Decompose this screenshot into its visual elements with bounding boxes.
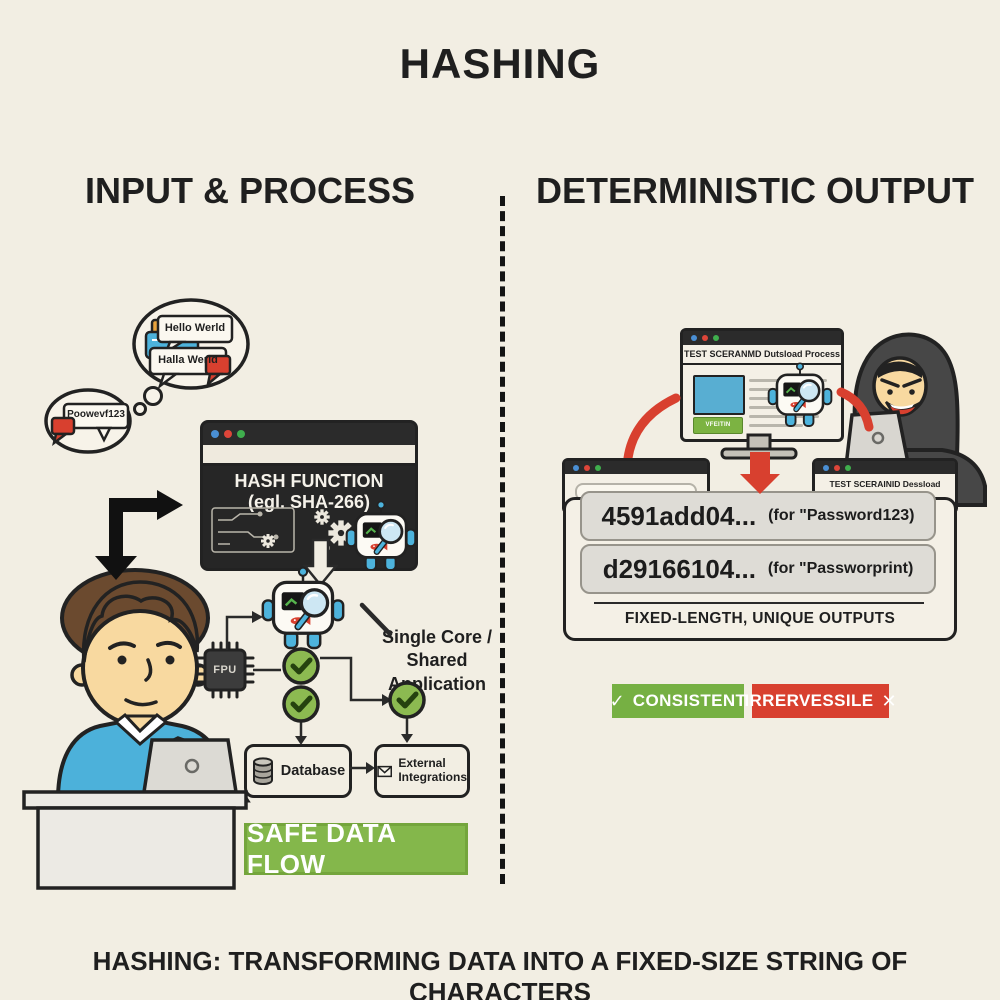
hash-output-row: d29166104... (for "Passworprint) bbox=[580, 544, 936, 594]
traffic-light-icon bbox=[713, 335, 719, 341]
verify-button[interactable]: VFEITIN bbox=[693, 417, 743, 434]
right-section-header: DETERMINISTIC OUTPUT bbox=[536, 170, 974, 211]
red-arc-right bbox=[836, 387, 874, 432]
footer-caption: HASHING: TRANSFORMING DATA INTO A FIXED-… bbox=[92, 946, 908, 1000]
hash-function-title: HASH FUNCTION (egl. SHA-266) bbox=[234, 471, 384, 512]
text-line bbox=[749, 424, 803, 427]
traffic-light-icon bbox=[845, 464, 851, 471]
window-titlebar bbox=[815, 461, 955, 474]
thought-bubble-small bbox=[44, 388, 132, 454]
database-label: Database bbox=[280, 763, 346, 779]
database-box: Database bbox=[244, 744, 352, 798]
traffic-light-icon bbox=[702, 335, 708, 341]
check-icon bbox=[282, 685, 320, 723]
consistent-badge: ✓ CONSISTENT bbox=[609, 684, 747, 718]
hash-output-row: 4591add04... (for "Password123) bbox=[580, 491, 936, 541]
traffic-light-icon bbox=[595, 464, 601, 471]
check-icon: ✓ bbox=[609, 690, 625, 711]
window-titlebar bbox=[203, 423, 415, 445]
text-line bbox=[749, 379, 827, 382]
robot-icon bbox=[263, 568, 343, 648]
window-titlebar bbox=[683, 331, 841, 345]
traffic-light-icon bbox=[691, 335, 697, 341]
cross-icon: ✕ bbox=[881, 690, 897, 711]
window-titlebar bbox=[565, 461, 707, 474]
single-core-callout: Single Core / Shared Application bbox=[381, 627, 493, 694]
check-icon bbox=[282, 647, 320, 685]
cpu-label: FPU bbox=[213, 664, 237, 676]
bubble-text-hello: Hello Werld bbox=[164, 322, 226, 334]
traffic-light-icon bbox=[224, 430, 232, 438]
man-illustration bbox=[22, 568, 251, 890]
traffic-light-icon bbox=[823, 464, 829, 471]
output-caption: FIXED-LENGTH, UNIQUE OUTPUTS bbox=[624, 610, 896, 627]
irreversible-badge: IRRERVESSILE ✕ bbox=[744, 684, 897, 718]
bubble-text-halla: Halla Werld bbox=[158, 354, 218, 366]
red-down-arrow bbox=[740, 452, 780, 494]
page-title: HASHING bbox=[399, 40, 601, 87]
integrations-label: External Integrations bbox=[398, 756, 467, 784]
envelope-icon bbox=[377, 765, 393, 777]
window-toolbar-strip bbox=[203, 445, 415, 466]
monitor-browser-window: TEST SCERANMD Dutsload Process VFEITIN bbox=[680, 328, 844, 442]
integrations-box: External Integrations bbox=[374, 744, 470, 798]
traffic-light-icon bbox=[584, 464, 590, 471]
hash-note: (for "Passworprint) bbox=[767, 560, 914, 577]
hash-value: d29166104... bbox=[602, 553, 756, 584]
hand bbox=[188, 769, 218, 789]
black-bent-arrow bbox=[95, 490, 183, 580]
badge-label: IRRERVESSILE bbox=[744, 691, 874, 710]
red-arc-left bbox=[623, 393, 681, 463]
database-icon bbox=[252, 757, 273, 785]
hash-function-window: HASH FUNCTION (egl. SHA-266) bbox=[200, 420, 418, 571]
bubble-text-password: Poowevf123 bbox=[67, 409, 125, 420]
text-line bbox=[749, 406, 809, 409]
laptop-icon bbox=[129, 738, 251, 803]
traffic-light-icon bbox=[573, 464, 579, 471]
output-divider bbox=[594, 602, 924, 604]
text-line bbox=[749, 388, 815, 391]
hash-value: 4591add04... bbox=[601, 500, 757, 531]
output-panel: 4591add04... (for "Password123) d2916610… bbox=[563, 491, 957, 641]
desk bbox=[22, 790, 248, 890]
left-section-header: INPUT & PROCESS bbox=[84, 170, 416, 211]
text-line bbox=[749, 415, 819, 418]
badge-label: CONSISTENT bbox=[632, 691, 747, 710]
traffic-light-icon bbox=[237, 430, 245, 438]
traffic-light-icon bbox=[834, 464, 840, 471]
safe-data-flow-banner: SAFE DATA FLOW bbox=[244, 818, 468, 879]
hash-note: (for "Password123) bbox=[768, 507, 915, 524]
chat-icon bbox=[50, 416, 76, 447]
monitor-window-title: TEST SCERANMD Dutsload Process bbox=[683, 345, 841, 365]
placeholder-image bbox=[693, 375, 745, 415]
traffic-light-icon bbox=[211, 430, 219, 438]
text-line bbox=[749, 397, 823, 400]
vertical-dashed-divider bbox=[500, 196, 505, 884]
